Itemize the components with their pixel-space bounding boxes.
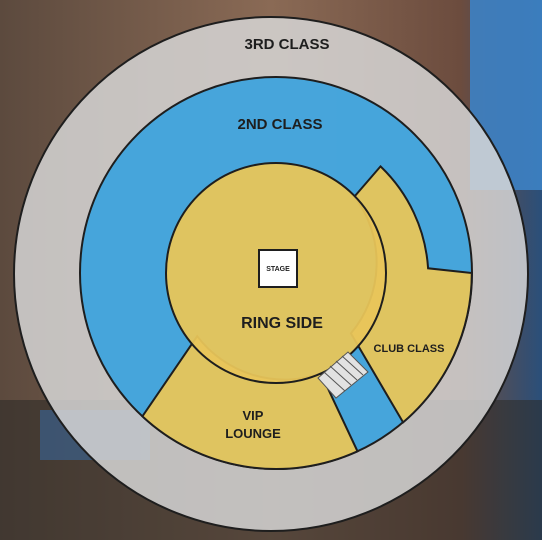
third-class-label: 3RD CLASS: [244, 36, 329, 53]
vip-lounge-label-line2: LOUNGE: [225, 426, 281, 441]
walkway-stairs: [317, 351, 369, 399]
vip-lounge-label-line1: VIP: [243, 408, 264, 423]
second-class-label: 2ND CLASS: [237, 116, 322, 133]
stage-label: STAGE: [266, 266, 290, 273]
club-class-label: CLUB CLASS: [374, 343, 445, 355]
ring-side-label: RING SIDE: [241, 315, 323, 332]
stage-box[interactable]: [258, 249, 298, 288]
